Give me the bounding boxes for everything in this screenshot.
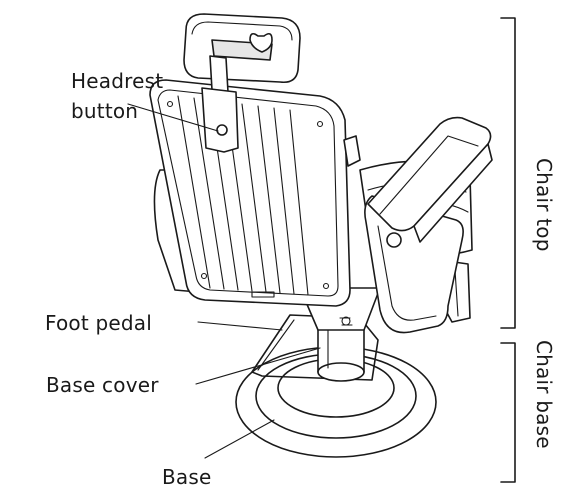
barber-chair-illustration bbox=[149, 13, 493, 458]
headrest bbox=[183, 13, 301, 153]
headrest-button-label-line2: button bbox=[71, 99, 138, 123]
callout-lines bbox=[127, 103, 321, 459]
base-rings bbox=[235, 346, 437, 458]
base-leader bbox=[204, 419, 275, 459]
foot-pedal-leader bbox=[197, 321, 283, 331]
chair-base-label: Chair base bbox=[532, 340, 556, 449]
foot-pedal-label: Foot pedal bbox=[45, 311, 152, 335]
base-cover-label: Base cover bbox=[46, 373, 159, 397]
headrest-button-leader bbox=[127, 103, 219, 132]
armrest bbox=[364, 116, 493, 334]
chair-base-bracket bbox=[500, 342, 516, 483]
base-label: Base bbox=[162, 465, 212, 489]
foot-pedal-frame bbox=[251, 314, 379, 381]
headrest-button-label-line1: Headrest bbox=[71, 69, 163, 93]
chair-top-label: Chair top bbox=[532, 158, 556, 252]
chair-top-bracket bbox=[500, 17, 516, 329]
base-cover-leader bbox=[195, 347, 321, 385]
chair-back bbox=[149, 79, 361, 307]
